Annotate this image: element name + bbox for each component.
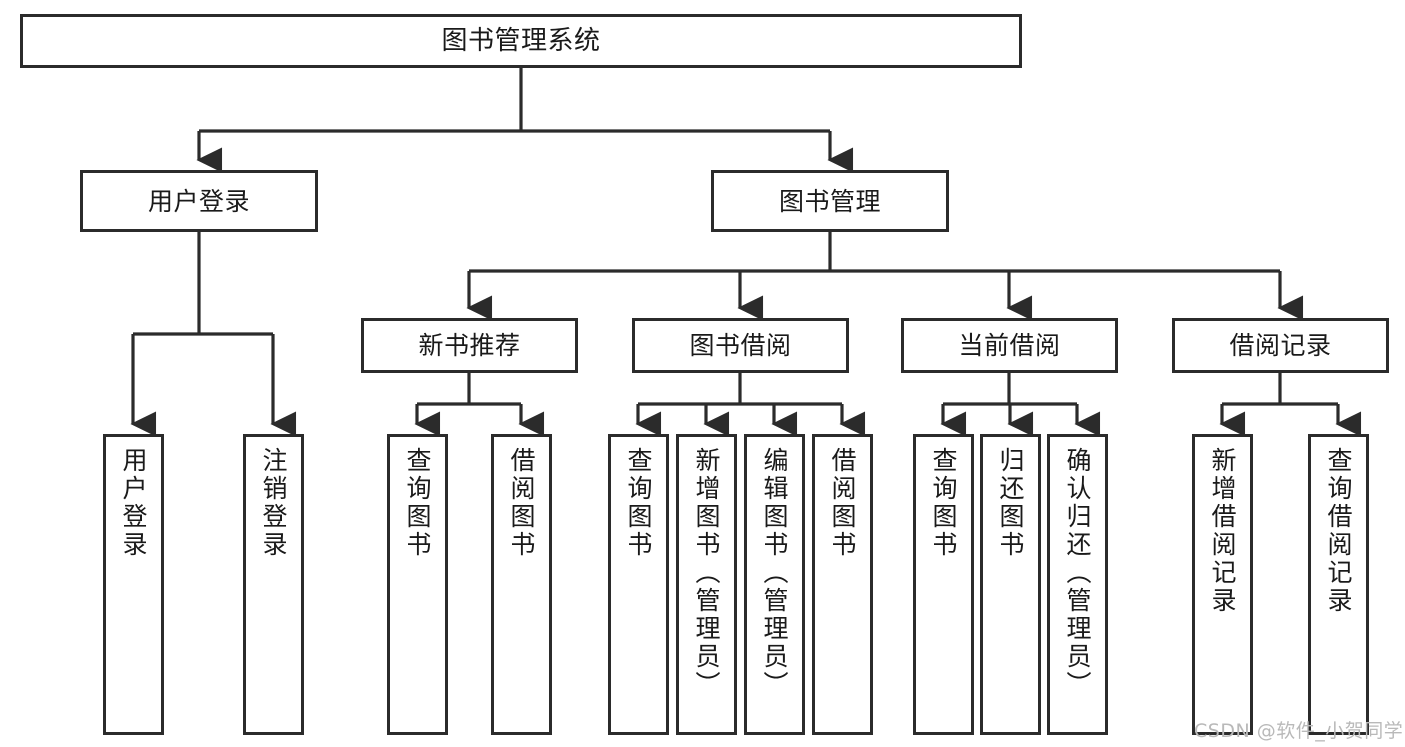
node-label: 新增图书（管理员） xyxy=(692,447,721,699)
node-label: 借阅记录 xyxy=(1229,331,1332,360)
node-new-book-recommend[interactable]: 新书推荐 xyxy=(361,318,578,373)
node-label: 新书推荐 xyxy=(418,331,521,360)
leaf-user-login[interactable]: 用户登录 xyxy=(103,434,164,735)
leaf-confirm-return[interactable]: 确认归还（管理员） xyxy=(1047,434,1108,735)
leaf-user-logout[interactable]: 注销登录 xyxy=(243,434,304,735)
node-label: 借阅图书 xyxy=(507,447,536,559)
leaf-add-book[interactable]: 新增图书（管理员） xyxy=(676,434,737,735)
leaf-query-book-borrow[interactable]: 查询图书 xyxy=(608,434,669,735)
node-label: 图书借阅 xyxy=(689,331,792,360)
leaf-add-borrow-record[interactable]: 新增借阅记录 xyxy=(1192,434,1253,735)
leaf-edit-book[interactable]: 编辑图书（管理员） xyxy=(744,434,805,735)
leaf-borrow-book[interactable]: 借阅图书 xyxy=(812,434,873,735)
node-label: 查询图书 xyxy=(403,447,432,559)
leaf-query-borrow-record[interactable]: 查询借阅记录 xyxy=(1308,434,1369,735)
node-root-system[interactable]: 图书管理系统 xyxy=(20,14,1022,68)
csdn-watermark: CSDN @软件_小贺同学 xyxy=(1194,720,1404,742)
node-label: 确认归还（管理员） xyxy=(1063,447,1092,699)
node-borrow-record[interactable]: 借阅记录 xyxy=(1172,318,1389,373)
node-label: 查询图书 xyxy=(929,447,958,559)
leaf-borrow-book-recommend[interactable]: 借阅图书 xyxy=(491,434,552,735)
node-label: 查询借阅记录 xyxy=(1324,447,1353,615)
node-label: 当前借阅 xyxy=(958,331,1061,360)
node-label: 新增借阅记录 xyxy=(1208,447,1237,615)
node-current-borrow[interactable]: 当前借阅 xyxy=(901,318,1118,373)
node-user-login[interactable]: 用户登录 xyxy=(80,170,318,232)
node-label: 用户登录 xyxy=(147,186,250,216)
node-book-manage[interactable]: 图书管理 xyxy=(711,170,949,232)
leaf-return-book[interactable]: 归还图书 xyxy=(980,434,1041,735)
node-label: 用户登录 xyxy=(119,447,148,559)
node-label: 注销登录 xyxy=(259,447,288,559)
node-label: 归还图书 xyxy=(996,447,1025,559)
leaf-query-book-current[interactable]: 查询图书 xyxy=(913,434,974,735)
node-label: 借阅图书 xyxy=(828,447,857,559)
node-label: 编辑图书（管理员） xyxy=(760,447,789,699)
node-label: 图书管理 xyxy=(778,186,881,216)
leaf-query-book-recommend[interactable]: 查询图书 xyxy=(387,434,448,735)
node-label: 查询图书 xyxy=(624,447,653,559)
node-book-borrow[interactable]: 图书借阅 xyxy=(632,318,849,373)
node-label: 图书管理系统 xyxy=(441,25,601,56)
